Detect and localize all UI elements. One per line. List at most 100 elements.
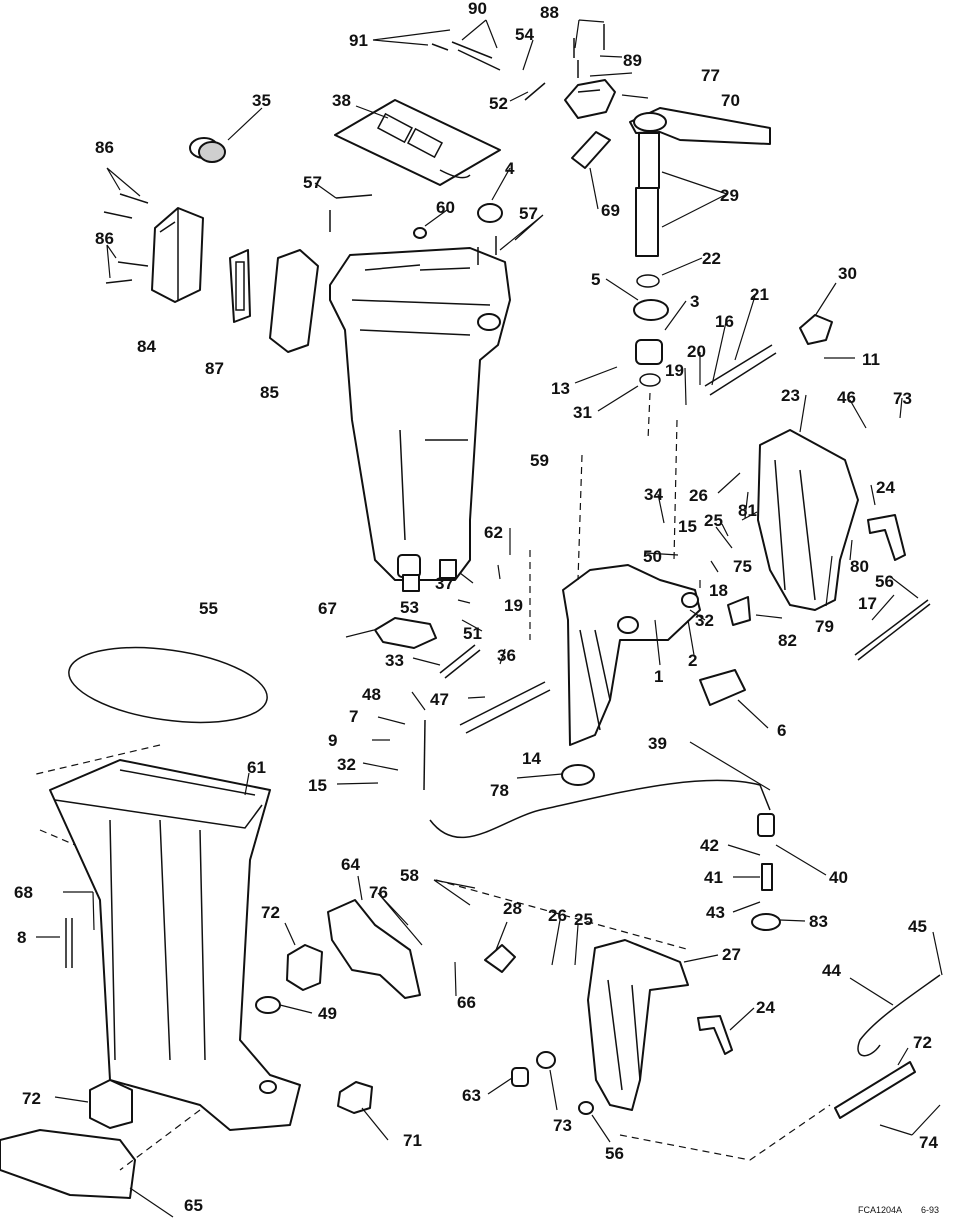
callout-43: 43 [706,903,725,922]
exhaust-housing [329,247,511,592]
tube-14 [459,681,551,734]
callout-24b: 24 [756,998,775,1017]
callout-44: 44 [822,961,841,980]
callout-88: 88 [540,3,559,22]
callout-59: 59 [530,451,549,470]
plate-67 [374,617,437,649]
callout-20: 20 [687,342,706,361]
callout-69: 69 [601,201,620,220]
tilt-lever-lower [697,1015,733,1055]
callout-19b: 19 [504,596,523,615]
grommet [189,137,226,163]
callout-1: 1 [654,667,663,686]
callout-83: 83 [809,912,828,931]
callout-50: 50 [643,547,662,566]
callout-76: 76 [369,883,388,902]
callout-72b: 72 [261,903,280,922]
callout-19a: 19 [665,361,684,380]
callout-79: 79 [815,617,834,636]
callout-75: 75 [733,557,752,576]
o-ring-55 [68,646,268,724]
callout-49: 49 [318,1004,337,1023]
callout-87: 87 [205,359,224,378]
callout-7: 7 [349,707,358,726]
callout-67: 67 [318,599,337,618]
callout-11: 11 [862,350,880,369]
callout-46: 46 [837,388,856,407]
callout-85: 85 [260,383,279,402]
callout-58: 58 [400,866,419,885]
cover-gasket [229,249,251,323]
callout-63: 63 [462,1086,481,1105]
callout-39: 39 [648,734,667,753]
callout-51: 51 [463,624,482,643]
stern-bracket-lower [587,939,689,1111]
callout-4: 4 [505,159,515,178]
callout-24a: 24 [876,478,895,497]
callout-65: 65 [184,1196,203,1215]
fitting-40 [757,813,775,837]
callout-3: 3 [690,292,699,311]
callout-21: 21 [750,285,769,304]
callout-82: 82 [778,631,797,650]
nut-60 [413,227,427,239]
callout-77: 77 [701,66,720,85]
callout-5: 5 [591,270,600,289]
callout-labels: 91 90 54 88 89 77 52 70 35 38 86 4 57 29… [14,0,939,1215]
callout-70: 70 [721,91,740,110]
tilt-shaft [704,344,777,396]
callout-48: 48 [362,685,381,704]
side-cover [151,207,204,303]
seal-4 [477,203,503,223]
callout-2: 2 [688,651,697,670]
callout-68: 68 [14,883,33,902]
disc-78 [561,764,595,786]
swivel-bracket [562,564,701,746]
callout-60: 60 [436,198,455,217]
callout-26a: 26 [689,486,708,505]
callout-13: 13 [551,379,570,398]
nut-73 [536,1051,556,1069]
callout-6: 6 [777,721,786,740]
block-71 [337,1081,373,1114]
callout-45: 45 [908,917,927,936]
disc-49 [255,996,281,1014]
callout-86a: 86 [95,138,114,157]
parts-layer [0,24,941,1199]
figure-date: 6-93 [921,1205,939,1215]
callout-35: 35 [252,91,271,110]
callout-81: 81 [738,501,757,520]
callout-9: 9 [328,731,337,750]
callout-54: 54 [515,25,534,44]
lever-28 [484,944,516,973]
callout-61: 61 [247,758,266,777]
callout-23: 23 [781,386,800,405]
bolts [103,24,605,284]
callout-72a: 72 [22,1089,41,1108]
callout-37: 37 [435,574,454,593]
tilt-lever-right [867,514,906,561]
callout-22: 22 [702,249,721,268]
callout-16: 16 [715,312,734,331]
o-ring-22 [636,274,660,288]
nut-56 [578,1101,594,1115]
rod-17 [854,599,931,661]
callout-15a: 15 [678,517,697,536]
callout-38: 38 [332,91,351,110]
callout-73a: 73 [893,389,912,408]
callout-55: 55 [199,599,218,618]
washer-83 [751,913,781,931]
block-72b [286,944,323,991]
callout-32a: 32 [695,611,714,630]
callout-57a: 57 [303,173,322,192]
callout-80: 80 [850,557,869,576]
callout-34: 34 [644,485,663,504]
callout-47: 47 [430,690,449,709]
bracket-64 [327,899,421,999]
flat-gasket [269,249,319,353]
callout-31: 31 [573,403,592,422]
callout-73b: 73 [553,1116,572,1135]
callout-14: 14 [522,749,541,768]
steering-arm [629,107,771,257]
